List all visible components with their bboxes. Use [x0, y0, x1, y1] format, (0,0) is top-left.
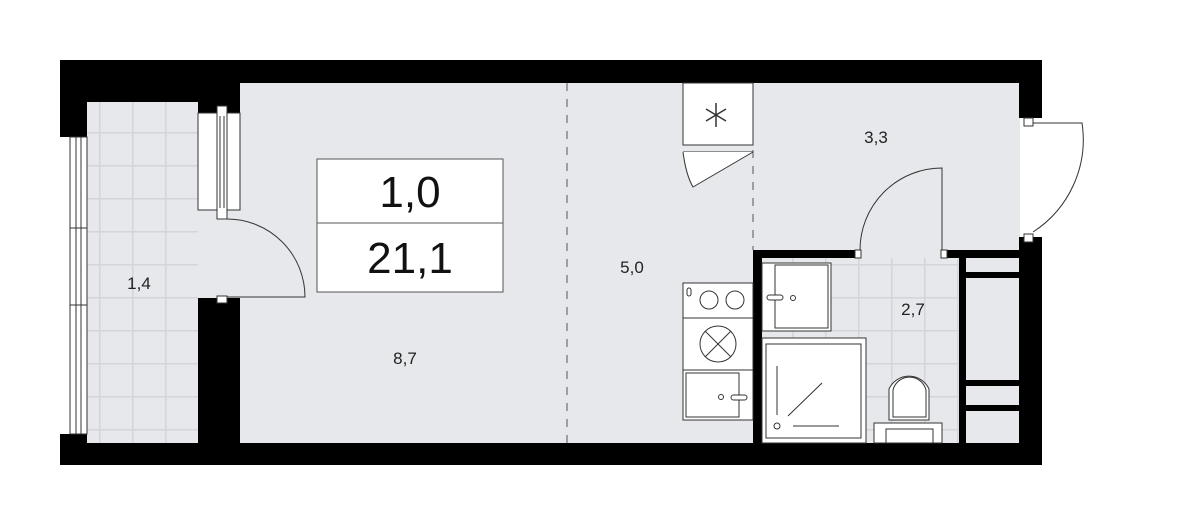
- balcony-area: 1,4: [127, 274, 151, 293]
- door-post: [940, 249, 948, 259]
- balcony-door[interactable]: [226, 218, 306, 298]
- bathroom-door[interactable]: [859, 167, 943, 251]
- snowflake-icon: [705, 103, 727, 127]
- cooktop: [682, 282, 754, 319]
- door-post: [216, 295, 228, 304]
- toilet: [873, 375, 943, 444]
- fridge: [682, 82, 754, 188]
- entrance-door[interactable]: [1032, 122, 1084, 233]
- balcony-window: [69, 136, 88, 435]
- door-post: [1023, 233, 1034, 243]
- walls: [60, 60, 1042, 465]
- kitchen-area: 5,0: [620, 258, 644, 277]
- kitchen-sink: [682, 369, 754, 421]
- door-post: [854, 249, 862, 259]
- bathroom-area: 2,7: [901, 300, 925, 319]
- room-count: 1,0: [379, 168, 441, 217]
- door-opening-floor: [198, 210, 240, 298]
- hallway-area: 3,3: [864, 128, 888, 147]
- summary-box: [316, 158, 504, 293]
- shower-tray: [761, 337, 867, 444]
- room-window: [197, 105, 241, 220]
- total-area: 21,1: [367, 234, 453, 283]
- balcony-floor: [87, 102, 198, 445]
- washbasin-cabinet: [761, 262, 832, 332]
- oven: [682, 317, 754, 371]
- living-room-area: 8,7: [393, 349, 417, 368]
- door-post: [1023, 117, 1034, 127]
